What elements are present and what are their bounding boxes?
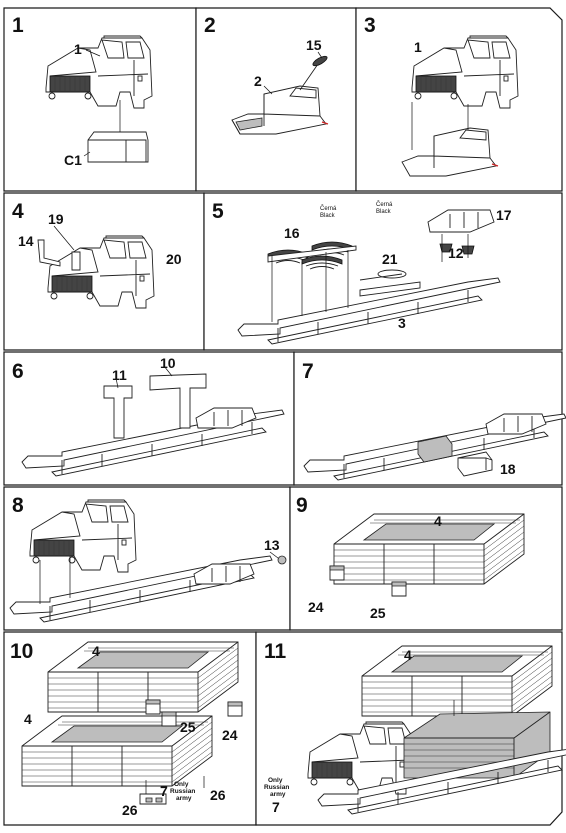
mud-flap-drawing — [227, 701, 243, 717]
step-number-2: 2 — [204, 14, 216, 37]
label-part-7: 7 — [272, 799, 280, 815]
step-7-panel — [293, 351, 563, 486]
fuel-tank-drawing — [417, 435, 453, 463]
note-only-russian-army: Russian — [170, 788, 195, 795]
label-part-25: 25 — [180, 719, 196, 735]
label-part-19: 19 — [48, 211, 64, 227]
rear-bogie-drawing — [193, 563, 255, 585]
mud-flap-drawing — [391, 581, 407, 597]
step-number-8: 8 — [12, 494, 24, 517]
note-black-2: Černá — [376, 201, 393, 208]
note-only-russian-army: Russian — [264, 784, 289, 791]
label-part-24: 24 — [222, 727, 238, 743]
label-part-1: 1 — [74, 41, 82, 57]
cab-floor-drawing — [231, 85, 329, 135]
label-part-13: 13 — [264, 537, 280, 553]
air-filter-drawing — [71, 251, 81, 271]
label-part-25: 25 — [370, 605, 386, 621]
label-part-24: 24 — [308, 599, 324, 615]
label-part-c1: C1 — [64, 152, 82, 168]
note-only-russian-army: army — [176, 795, 192, 802]
part-c1-block-drawing — [87, 131, 149, 163]
step-number-3: 3 — [364, 14, 376, 37]
step-number-9: 9 — [296, 494, 308, 517]
label-part-4-lower: 4 — [24, 711, 32, 727]
step-number-10: 10 — [10, 640, 33, 663]
rear-bogie-drawing — [427, 209, 495, 255]
exhaust-pipe-drawing — [37, 239, 61, 267]
step-number-4: 4 — [12, 200, 24, 223]
step-number-5: 5 — [212, 200, 224, 223]
label-part-11: 11 — [112, 367, 127, 383]
label-part-3: 3 — [398, 315, 406, 331]
label-part-17: 17 — [496, 207, 512, 223]
label-part-2: 2 — [254, 73, 262, 89]
mud-flap-drawing — [161, 711, 177, 727]
step-number-1: 1 — [12, 14, 24, 37]
fuel-tank-bracket-drawing — [103, 373, 207, 439]
note-black-1: Černá — [320, 205, 337, 212]
battery-box-drawing — [457, 451, 493, 477]
label-part-1-step3: 1 — [414, 39, 422, 55]
front-axle-drawing — [267, 245, 357, 263]
note-only-russian-army: Only — [268, 777, 283, 784]
label-part-4: 4 — [404, 647, 412, 663]
cargo-bed-drawing — [47, 641, 239, 713]
step-number-7: 7 — [302, 360, 314, 383]
label-part-4: 4 — [434, 513, 442, 529]
step-number-6: 6 — [12, 360, 24, 383]
cab-floor-drawing — [401, 127, 499, 177]
rear-bogie-drawing — [485, 413, 547, 435]
label-part-21: 21 — [382, 251, 398, 267]
mud-flap-drawing — [145, 699, 161, 715]
cargo-bed-drawing — [333, 513, 525, 585]
tail-lights-drawing — [139, 793, 167, 805]
label-part-15: 15 — [306, 37, 322, 53]
gear-lever-drawing — [299, 55, 328, 91]
note-black-2-en: Black — [376, 209, 392, 215]
mud-flap-drawing — [329, 565, 345, 581]
drive-shaft-drawing — [359, 269, 421, 297]
label-part-26: 26 — [210, 787, 226, 803]
rear-bogie-drawing — [195, 407, 257, 429]
tow-hitch-drawing — [277, 555, 287, 565]
step-number-11: 11 — [264, 640, 287, 663]
label-part-12: 12 — [448, 245, 464, 261]
note-only-russian-army: Only — [174, 781, 189, 788]
label-part-20: 20 — [166, 251, 182, 267]
label-part-10: 10 — [160, 355, 176, 371]
label-part-14: 14 — [18, 233, 34, 249]
cargo-bed-drawing — [361, 645, 553, 717]
note-black-1-en: Black — [320, 213, 336, 219]
label-part-16: 16 — [284, 225, 300, 241]
label-part-26: 26 — [122, 802, 138, 818]
label-part-18: 18 — [500, 461, 516, 477]
label-part-4-upper: 4 — [92, 643, 100, 659]
note-only-russian-army: army — [270, 791, 286, 798]
label-part-7: 7 — [160, 783, 168, 799]
